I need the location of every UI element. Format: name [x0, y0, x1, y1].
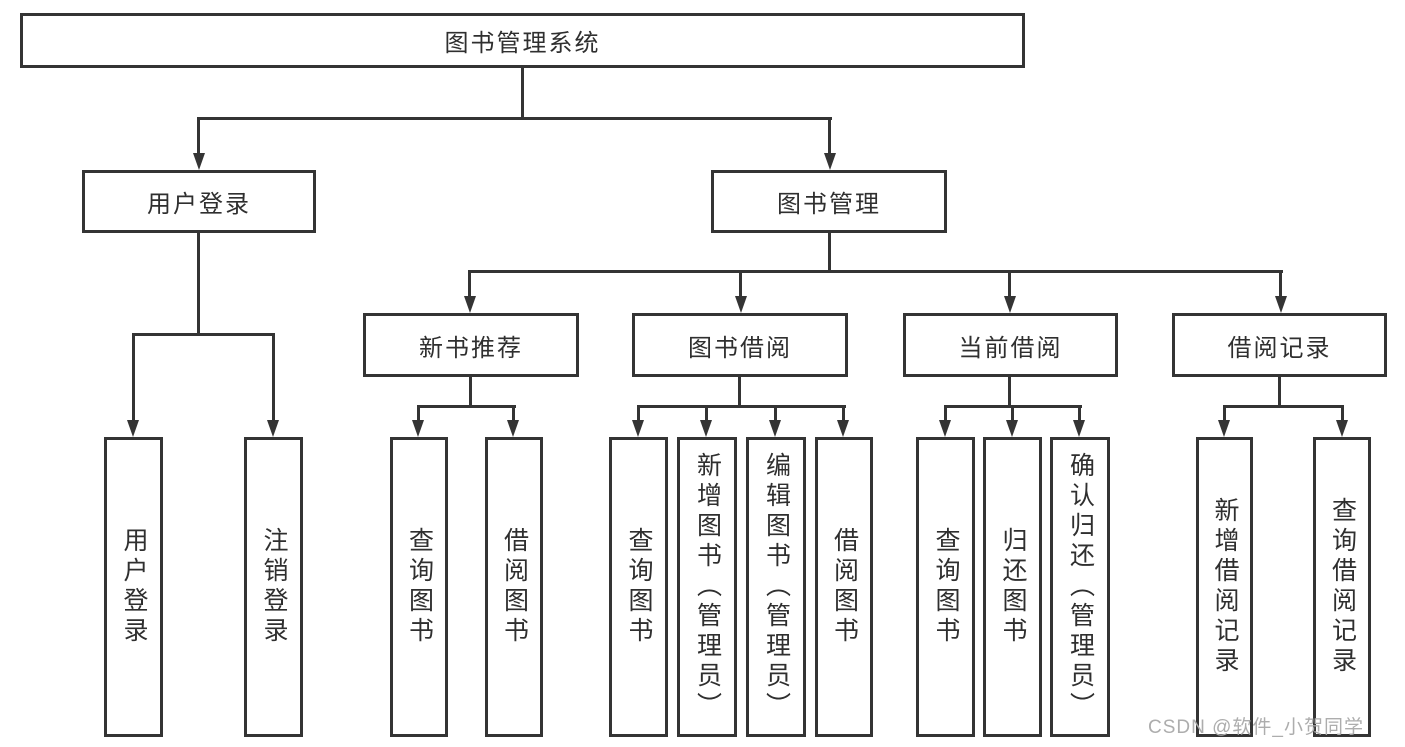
connector-line [197, 233, 200, 335]
leaf-add-book-admin: 新增图书（管理员） [677, 437, 737, 737]
connector-line [468, 270, 471, 298]
leaf-return-book: 归还图书 [983, 437, 1042, 737]
node-book-borrow: 图书借阅 [632, 313, 848, 377]
leaf-user-login: 用户登录 [104, 437, 163, 737]
arrow-down-icon [464, 296, 476, 313]
arrow-down-icon [193, 153, 205, 170]
arrow-down-icon [1004, 296, 1016, 313]
watermark: CSDN @软件_小贺同学 [1148, 717, 1364, 738]
connector-line [637, 405, 846, 408]
connector-line [637, 405, 640, 421]
connector-line [944, 405, 947, 421]
node-current-borrow: 当前借阅 [903, 313, 1118, 377]
connector-line [1279, 270, 1282, 298]
connector-line [1078, 405, 1081, 421]
arrow-down-icon [837, 420, 849, 437]
connector-line [468, 270, 1283, 273]
connector-line [739, 270, 742, 298]
connector-line [417, 405, 420, 421]
arrow-down-icon [824, 153, 836, 170]
leaf-query-books: 查询图书 [916, 437, 975, 737]
arrow-down-icon [267, 420, 279, 437]
connector-line [1223, 405, 1226, 421]
connector-line [197, 117, 200, 154]
connector-line [774, 405, 777, 421]
arrow-down-icon [632, 420, 644, 437]
connector-line [1008, 377, 1011, 408]
node-library-system: 图书管理系统 [20, 13, 1025, 68]
arrow-down-icon [1218, 420, 1230, 437]
connector-line [469, 377, 472, 408]
connector-line [828, 117, 831, 154]
connector-line [1011, 405, 1014, 421]
arrow-down-icon [507, 420, 519, 437]
connector-line [1341, 405, 1344, 421]
arrow-down-icon [1073, 420, 1085, 437]
connector-line [1223, 405, 1344, 408]
arrow-down-icon [735, 296, 747, 313]
leaf-logout: 注销登录 [244, 437, 303, 737]
connector-line [1008, 270, 1011, 298]
arrow-down-icon [1275, 296, 1287, 313]
arrow-down-icon [127, 420, 139, 437]
connector-line [272, 333, 275, 420]
connector-line [417, 405, 516, 408]
connector-line [1278, 377, 1281, 408]
leaf-borrow-books: 借阅图书 [485, 437, 543, 737]
node-book-management: 图书管理 [711, 170, 947, 233]
leaf-query-borrow-record: 查询借阅记录 [1313, 437, 1371, 737]
connector-line [738, 377, 741, 408]
leaf-query-books: 查询图书 [390, 437, 448, 737]
arrow-down-icon [1006, 420, 1018, 437]
connector-line [198, 117, 832, 120]
node-new-book-recommend: 新书推荐 [363, 313, 579, 377]
connector-line [132, 333, 275, 336]
leaf-edit-book-admin: 编辑图书（管理员） [746, 437, 806, 737]
connector-line [521, 68, 524, 119]
node-user-login: 用户登录 [82, 170, 316, 233]
arrow-down-icon [412, 420, 424, 437]
connector-line [512, 405, 515, 421]
connector-line [828, 233, 831, 272]
node-borrow-records: 借阅记录 [1172, 313, 1387, 377]
connector-line [842, 405, 845, 421]
arrow-down-icon [700, 420, 712, 437]
arrow-down-icon [1336, 420, 1348, 437]
arrow-down-icon [939, 420, 951, 437]
leaf-add-borrow-record: 新增借阅记录 [1196, 437, 1253, 737]
leaf-confirm-return-admin: 确认归还（管理员） [1050, 437, 1110, 737]
connector-line [132, 333, 135, 420]
arrow-down-icon [769, 420, 781, 437]
leaf-borrow-books: 借阅图书 [815, 437, 873, 737]
connector-line [705, 405, 708, 421]
leaf-query-books: 查询图书 [609, 437, 668, 737]
